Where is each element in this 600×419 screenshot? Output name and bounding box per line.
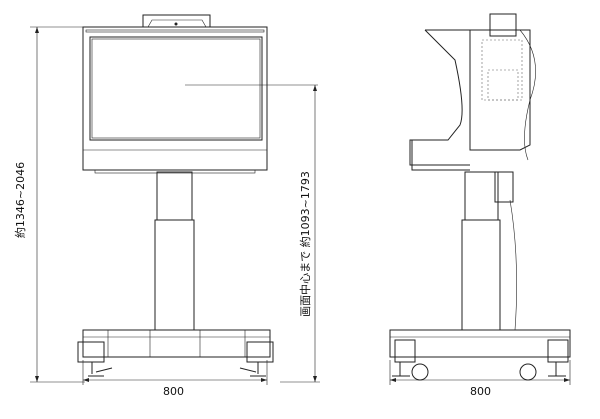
lower-column <box>154 219 195 331</box>
upper-column <box>156 171 193 221</box>
monitor-frame <box>82 26 268 171</box>
top-handle <box>142 14 211 27</box>
side-view <box>389 13 571 381</box>
side-width-label: 800 <box>470 385 491 398</box>
front-width-label: 800 <box>163 385 184 398</box>
base <box>82 329 271 358</box>
front-view <box>77 14 318 377</box>
screen <box>89 36 263 141</box>
total-height-label: 約1346~2046 <box>14 161 27 239</box>
dimension-lines <box>30 26 571 385</box>
screen-center-height-label: 画面中心まで 約1093~1793 <box>299 171 312 317</box>
